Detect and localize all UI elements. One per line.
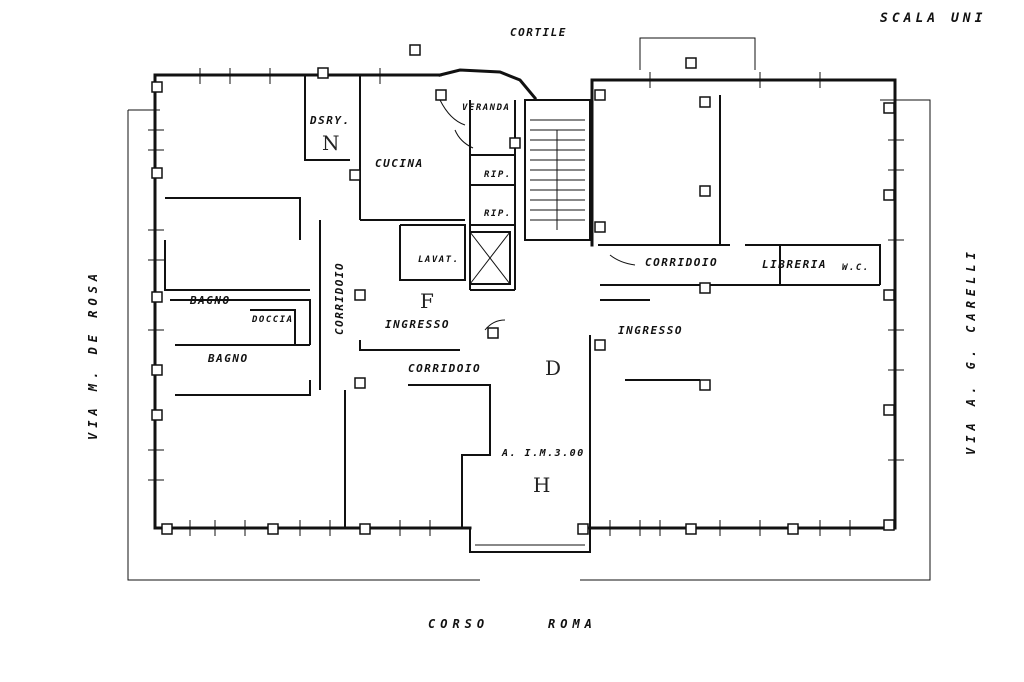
scale-label: SCALA UNI	[880, 11, 986, 26]
height-note: A. I.M.3.00	[501, 448, 585, 459]
marker-h: H	[533, 473, 550, 497]
window-openings	[148, 68, 904, 536]
lift-shaft	[469, 231, 511, 285]
room-ingresso-left: INGRESSO	[385, 318, 450, 331]
room-lavatoio: LAVAT.	[418, 255, 460, 265]
room-bagno-2: BAGNO	[207, 352, 249, 365]
street-bottom-corso: CORSO	[428, 617, 489, 631]
street-bottom-roma: ROMA	[548, 617, 597, 631]
room-libreria: LIBRERIA	[762, 258, 827, 271]
exterior-walls	[153, 68, 897, 553]
courtyard-label: CORTILE	[510, 26, 567, 39]
room-doccia: DOCCIA	[251, 315, 294, 325]
room-rip-2: RIP.	[484, 209, 512, 219]
room-bagno-1: BAGNO	[189, 294, 231, 307]
marker-f: F	[420, 289, 434, 313]
street-right: VIA A. G. CARELLI	[964, 247, 978, 455]
room-wc: W.C.	[842, 263, 870, 273]
room-corridoio-horizontal: CORRIDOIO	[408, 362, 481, 375]
room-cucina: CUCINA	[375, 157, 424, 170]
staircase	[530, 119, 585, 230]
door-swings	[439, 99, 636, 331]
room-corridoio-right: CORRIDOIO	[645, 256, 718, 269]
structural-pillars	[151, 44, 895, 535]
room-rip-1: RIP.	[484, 170, 512, 180]
room-dispensa: DSRY.	[309, 114, 351, 127]
room-ingresso-right: INGRESSO	[618, 324, 683, 337]
street-left: VIA M. DE ROSA	[86, 269, 100, 440]
marker-d: D	[545, 356, 561, 380]
interior-walls	[164, 75, 881, 528]
site-boundary	[127, 37, 931, 581]
marker-n: N	[322, 131, 340, 155]
room-corridoio-vertical: CORRIDOIO	[333, 262, 346, 335]
room-veranda: VERANDA	[462, 103, 510, 113]
